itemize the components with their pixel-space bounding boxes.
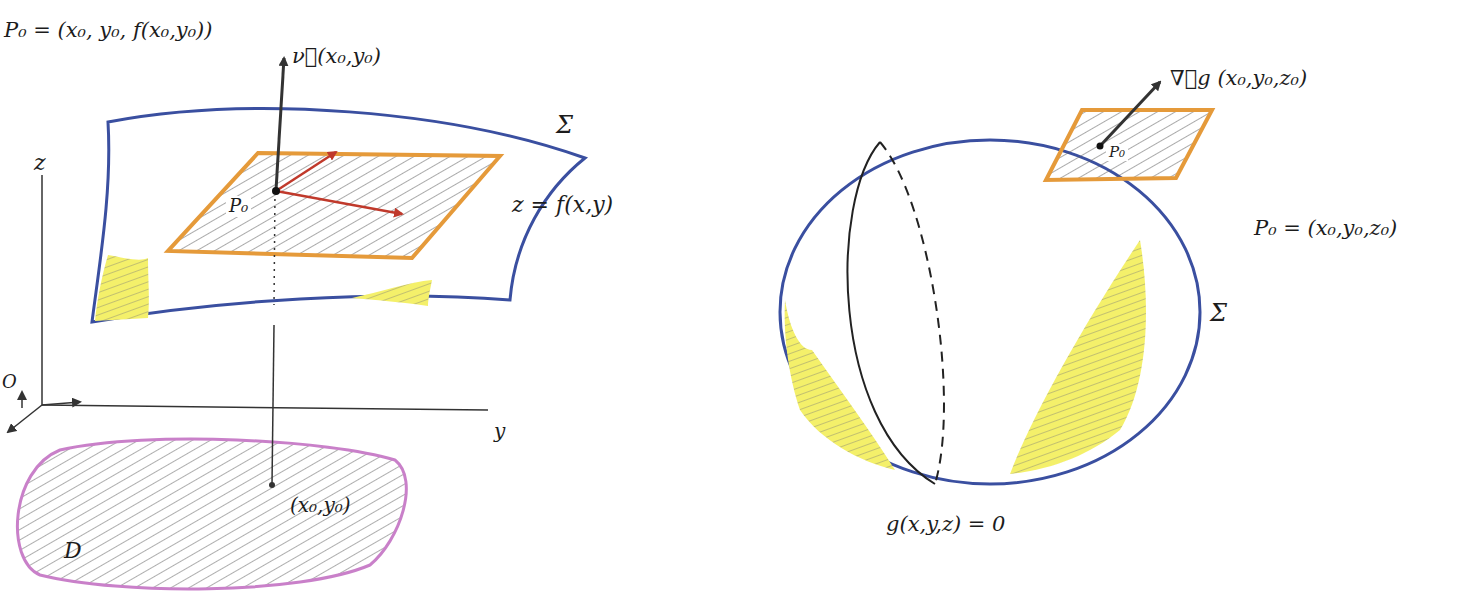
axis-label: y: [494, 420, 505, 443]
point-label: P₀: [1106, 144, 1128, 161]
surface-label: Σ: [556, 112, 573, 140]
origin-label: O: [2, 372, 17, 393]
vector-label: ν⃗(x₀,y₀): [292, 44, 381, 68]
point-label: (x₀,y₀): [290, 494, 351, 517]
point-label: P₀ = (x₀, y₀, f(x₀,y₀)): [4, 18, 213, 42]
region-label: D: [64, 538, 82, 563]
gradient-label: ∇⃗g (x₀,y₀,z₀): [1170, 66, 1307, 90]
surface-equation: z = f(x,y): [512, 192, 613, 217]
point-label: P₀: [226, 196, 251, 217]
surface-equation: g(x,y,z) = 0: [886, 512, 1005, 536]
point-label: P₀ = (x₀,y₀,z₀): [1254, 216, 1397, 240]
surface-label: Σ: [1210, 300, 1227, 328]
axis-label: z: [34, 150, 46, 175]
